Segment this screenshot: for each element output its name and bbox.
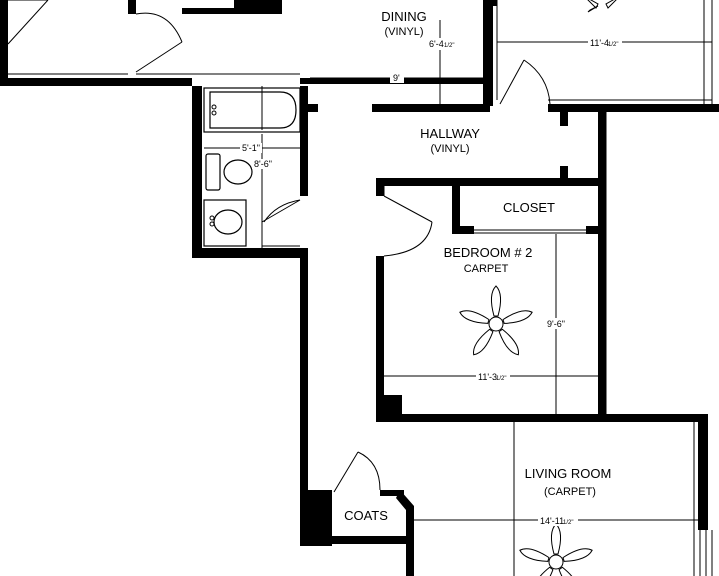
bedroom-label: BEDROOM # 2 — [444, 245, 533, 260]
door-dining-left — [135, 41, 183, 73]
door-top-left — [7, 0, 49, 45]
dimension-labels: 6'-4 1/2" 9' 11'-4 1/2" 5'-1" 8'-6" 11'-… — [240, 37, 622, 526]
wall-hall-left — [300, 248, 308, 546]
bath-width-dim: 5'-1" — [242, 143, 260, 153]
wall-living-right — [698, 414, 708, 530]
wall-bedroom-right — [598, 112, 606, 422]
living-width-dim: 14'-11 — [540, 516, 564, 526]
door-bedroom-arc — [383, 221, 433, 257]
wall-bath-left — [192, 86, 202, 258]
door-coats-leaf — [333, 451, 359, 493]
wall-bath-right-upper — [300, 86, 308, 196]
dining-depth-frac: 1/2" — [444, 43, 454, 49]
dimension-lines — [204, 20, 712, 521]
wall-closet-bottom-right — [586, 226, 602, 234]
hallway-floor-label: (VINYL) — [430, 143, 469, 155]
wall-bath-bottom — [192, 248, 304, 258]
bedroom-floor-label: CARPET — [464, 263, 509, 275]
door-bathroom-leaf — [261, 199, 301, 223]
thin-lines — [8, 0, 713, 576]
ceiling-fan-bedroom — [459, 285, 533, 356]
wall-dining-bottom — [0, 78, 192, 86]
wall-bedroom-left-top — [376, 178, 384, 196]
door-bathroom-arc — [263, 199, 301, 223]
dining-width-dim: 9' — [393, 73, 400, 83]
doors — [7, 0, 551, 493]
wall-coats-angle — [396, 490, 414, 576]
bedroom-width-frac: 1/2" — [496, 376, 506, 382]
wall-closet-bottom-left — [452, 226, 474, 234]
bath-depth-dim: 8'-6" — [254, 159, 272, 169]
wall-hall-stub-right2 — [560, 166, 568, 180]
sink — [203, 199, 247, 247]
door-top-right-room — [499, 59, 525, 105]
living-width-frac: 1/2" — [563, 520, 573, 526]
living-room-label: LIVING ROOM — [525, 466, 612, 481]
wall-dining-right — [483, 0, 493, 106]
wall-hall-stub-right — [560, 112, 568, 126]
hallway-label: HALLWAY — [420, 126, 480, 141]
top-right-width-dim: 11'-4 — [590, 38, 609, 48]
wall-top-right-left — [483, 0, 497, 6]
ceiling-fan-living — [519, 523, 593, 576]
wall-top-stub-1 — [128, 0, 136, 14]
coats-label: COATS — [344, 508, 388, 523]
dining-label: DINING — [381, 9, 427, 24]
dining-floor-label: (VINYL) — [384, 26, 423, 38]
wall-hall-top-left — [372, 104, 490, 112]
toilet — [205, 153, 253, 191]
wall-bedroom-left — [376, 256, 384, 422]
bathtub — [203, 87, 301, 133]
wall-bedroom-bottom — [376, 414, 706, 422]
bedroom-depth-dim: 9'-6" — [547, 319, 565, 329]
wall-closet-left — [452, 186, 460, 232]
wall-coats-bottom — [300, 536, 410, 544]
wall-coats-top — [380, 490, 404, 496]
wall-hall-top-stub — [300, 104, 318, 112]
wall-top-left-vertical — [0, 0, 8, 82]
living-room-floor-label: (CARPET) — [544, 486, 596, 498]
wall-bedroom-top — [376, 178, 602, 186]
door-dining-left-arc — [135, 12, 183, 43]
closet-label: CLOSET — [503, 200, 555, 215]
bedroom-width-dim: 11'-3 — [478, 372, 497, 382]
door-bedroom-leaf — [383, 195, 433, 223]
wall-top-stub-3 — [182, 8, 234, 14]
dining-depth-dim: 6'-4 — [429, 39, 444, 49]
door-top-right-room-arc — [523, 59, 551, 105]
ceiling-fan-top-right — [587, 0, 617, 13]
top-right-width-frac: 1/2" — [608, 42, 618, 48]
door-coats-arc — [357, 451, 381, 491]
wall-top-right-bottom — [548, 104, 719, 112]
wall-top-stub-2 — [234, 0, 282, 14]
